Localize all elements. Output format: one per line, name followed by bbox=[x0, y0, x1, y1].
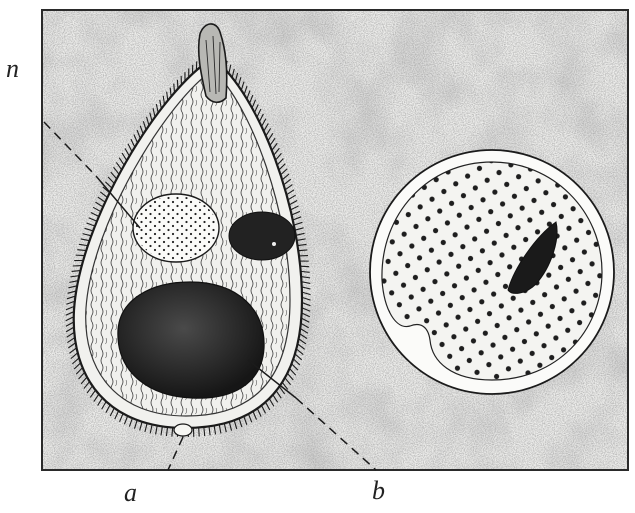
cyst-cell bbox=[370, 150, 614, 394]
label-a: a bbox=[124, 480, 137, 506]
small-dark-body bbox=[229, 212, 295, 260]
cilium bbox=[199, 428, 200, 437]
label-b: b bbox=[372, 478, 385, 504]
macronucleus bbox=[118, 282, 264, 398]
cilium bbox=[298, 250, 307, 251]
contractile-pore bbox=[174, 424, 192, 436]
stippled-vacuole-dots bbox=[135, 196, 217, 260]
highlight-dot bbox=[272, 242, 276, 246]
label-n: n bbox=[6, 56, 19, 82]
